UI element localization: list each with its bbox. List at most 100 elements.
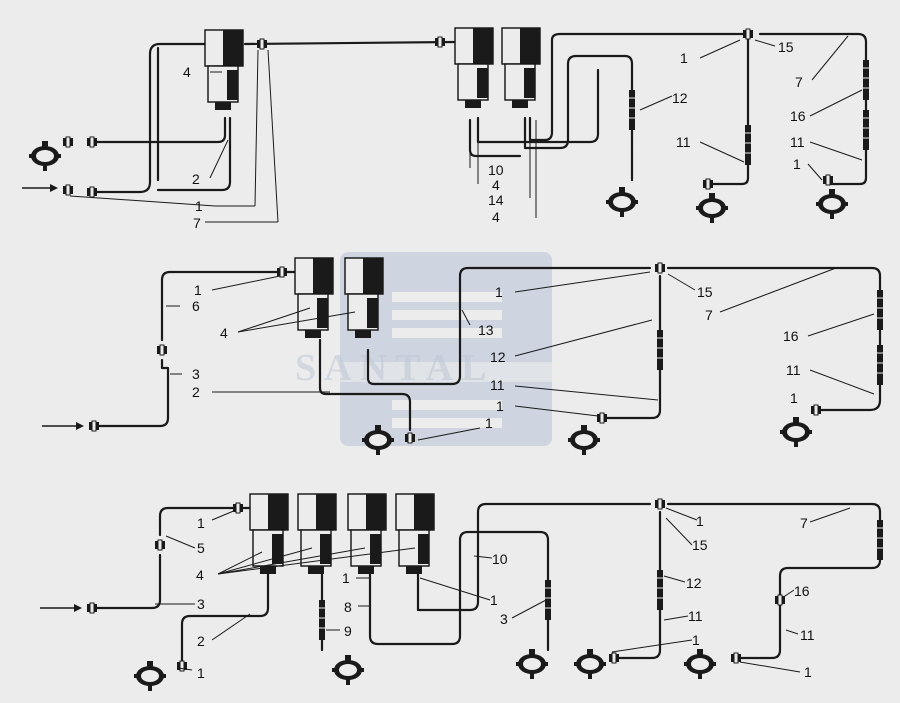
tee-fitting-icon xyxy=(654,498,666,510)
callout-label: 10 xyxy=(492,551,508,567)
bottom-valve-4c xyxy=(347,493,387,575)
callout-label: 7 xyxy=(795,74,803,90)
callout-label: 1 xyxy=(342,570,350,586)
callout-label: 11 xyxy=(688,608,703,624)
hose-9-icon xyxy=(318,599,326,641)
callout-label: 3 xyxy=(500,611,508,627)
tee-fitting-icon xyxy=(654,262,666,274)
diagram-bottom: 1 5 4 3 2 1 1 8 9 10 1 3 1 15 12 11 1 7 … xyxy=(40,493,884,691)
watermark-text: SANTAL xyxy=(295,347,494,389)
callout-label: 1 xyxy=(804,664,812,680)
fitting-icon xyxy=(276,266,288,278)
callout-label: 4 xyxy=(492,209,500,225)
hose-11-icon xyxy=(744,124,752,166)
chamber-icon xyxy=(134,661,166,691)
chamber-icon xyxy=(606,187,638,217)
top-valve-4b xyxy=(501,27,541,109)
santal-logo-watermark: SANTAL xyxy=(290,252,610,446)
callout-label: 1 xyxy=(496,398,504,414)
middle-valve-4a xyxy=(294,257,334,339)
chamber-icon xyxy=(29,141,61,171)
inlet-arrow-icon xyxy=(40,604,82,612)
chamber-icon xyxy=(696,193,728,223)
callout-label: 16 xyxy=(790,108,806,124)
fitting-icon xyxy=(62,184,74,196)
hose-12-icon xyxy=(656,569,664,611)
chamber-icon xyxy=(816,189,848,219)
fitting-icon xyxy=(730,652,742,664)
callout-label: 4 xyxy=(183,64,191,80)
callout-label: 11 xyxy=(786,362,801,378)
callout-label: 1 xyxy=(490,592,498,608)
fitting-icon xyxy=(810,404,822,416)
callout-label: 13 xyxy=(478,322,494,338)
inlet-arrow-icon xyxy=(42,422,84,430)
chamber-icon xyxy=(780,417,812,447)
callout-label: 1 xyxy=(696,513,704,529)
callout-label: 7 xyxy=(800,515,808,531)
fitting-icon xyxy=(86,136,98,148)
callout-label: 7 xyxy=(193,215,201,231)
hose-7-icon xyxy=(876,519,884,561)
callout-label: 15 xyxy=(692,537,708,553)
callout-label: 15 xyxy=(778,39,794,55)
chamber-icon xyxy=(568,425,600,455)
callout-label: 16 xyxy=(794,583,810,599)
callout-label: 1 xyxy=(195,198,203,214)
hose-12-icon xyxy=(628,89,636,131)
diagram-middle: 1 6 4 3 2 1 13 12 11 1 1 15 7 16 11 1 xyxy=(42,257,884,455)
callout-label: 1 xyxy=(790,390,798,406)
callout-label: 8 xyxy=(344,599,352,615)
fitting-icon xyxy=(596,412,608,424)
callout-label: 1 xyxy=(485,415,493,431)
hose-16-icon xyxy=(876,289,884,331)
bottom-pipes xyxy=(94,502,882,662)
callout-label: 2 xyxy=(197,633,205,649)
top-valve-4 xyxy=(204,29,244,111)
callout-label: 16 xyxy=(783,328,799,344)
middle-valve-4b xyxy=(344,257,384,339)
fitting-icon xyxy=(434,36,446,48)
bottom-valve-4a xyxy=(249,493,289,575)
chamber-icon xyxy=(332,655,364,685)
callout-label: 6 xyxy=(192,298,200,314)
callout-label: 15 xyxy=(697,284,713,300)
callout-label: 3 xyxy=(192,366,200,382)
callout-label: 1 xyxy=(680,50,688,66)
fitting-icon xyxy=(232,502,244,514)
top-valve-4a xyxy=(454,27,494,109)
fitting-icon xyxy=(404,432,416,444)
bottom-valve-4d xyxy=(395,493,435,575)
callout-label: 4 xyxy=(492,177,500,193)
callout-label: 11 xyxy=(490,377,505,393)
callout-label: 1 xyxy=(495,284,503,300)
diagram-top: 4 2 1 7 10 4 14 4 12 1 15 7 16 11 11 1 xyxy=(22,27,870,231)
hose-16b-icon xyxy=(862,109,870,151)
fitting-icon xyxy=(256,38,268,50)
chamber-icon xyxy=(684,649,716,679)
fitting-icon xyxy=(86,602,98,614)
fitting-icon xyxy=(86,186,98,198)
fitting-icon xyxy=(608,652,620,664)
callout-label: 1 xyxy=(692,632,700,648)
callout-label: 12 xyxy=(686,575,702,591)
fitting-icon xyxy=(822,174,834,186)
fitting-icon xyxy=(62,136,74,148)
callout-label: 10 xyxy=(488,162,504,178)
callout-label: 7 xyxy=(705,307,713,323)
chamber-icon xyxy=(574,649,606,679)
bottom-valve-4b xyxy=(297,493,337,575)
callout-label: 2 xyxy=(192,171,200,187)
callout-label: 1 xyxy=(197,665,205,681)
fitting-icon xyxy=(154,539,166,551)
fitting-icon xyxy=(88,420,100,432)
callout-label: 4 xyxy=(220,325,228,341)
callout-label: 4 xyxy=(196,567,204,583)
callout-label: 1 xyxy=(194,282,202,298)
hose-16-icon xyxy=(862,59,870,101)
callout-label: 12 xyxy=(672,90,688,106)
callout-label: 14 xyxy=(488,192,504,208)
callout-label: 1 xyxy=(197,515,205,531)
chamber-icon xyxy=(516,649,548,679)
